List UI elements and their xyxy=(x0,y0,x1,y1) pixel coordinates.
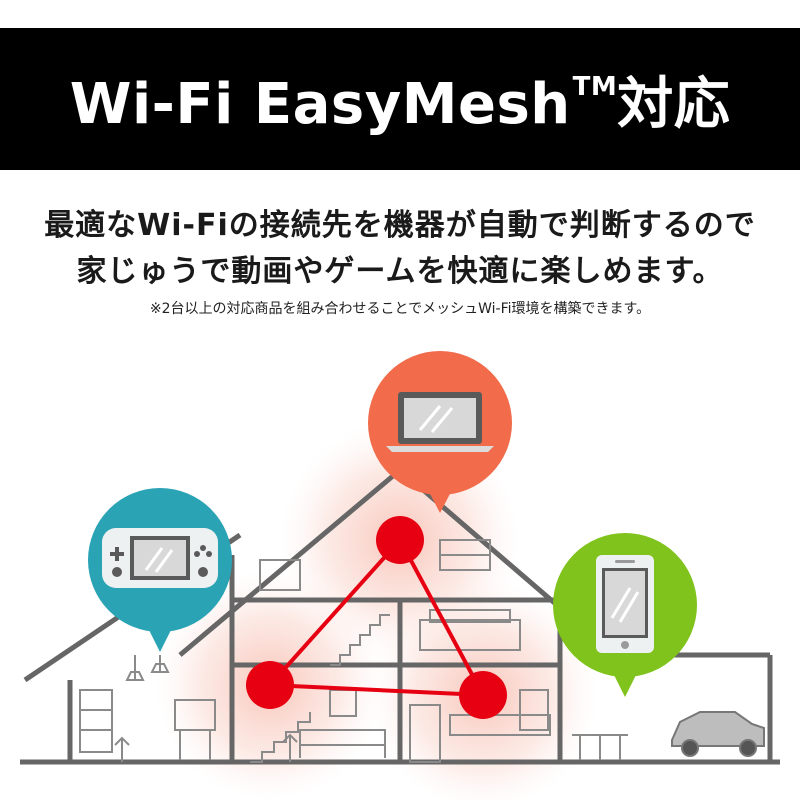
router-node-top xyxy=(376,516,424,564)
laptop-icon xyxy=(386,392,494,452)
signal-glow xyxy=(155,420,598,800)
banner-title: Wi-Fi EasyMeshTM対応 xyxy=(70,59,731,140)
mesh-links xyxy=(268,538,485,697)
router-node-right xyxy=(459,671,507,719)
smartphone-bubble xyxy=(553,533,697,697)
game-console-icon xyxy=(102,528,218,588)
banner-title-main: Wi-Fi EasyMesh xyxy=(69,71,571,137)
headline-line-2: 家じゅうで動画やゲームを快適に楽しめます。 xyxy=(76,254,724,289)
mesh-nodes xyxy=(246,516,507,719)
game-console-bubble xyxy=(88,488,232,652)
house-mesh-illustration xyxy=(20,351,780,800)
trademark-mark: TM xyxy=(572,71,618,102)
car xyxy=(671,711,765,757)
laptop-bubble xyxy=(368,351,512,513)
headline-line-1: 最適なWi-Fiの接続先を機器が自動で判断するので xyxy=(44,208,756,243)
title-banner: Wi-Fi EasyMeshTM対応 xyxy=(0,28,800,170)
interior-details xyxy=(79,539,628,763)
footnote: ※2台以上の対応商品を組み合わせることでメッシュWi-Fi環境を構築できます。 xyxy=(149,301,651,317)
smartphone-icon xyxy=(596,555,654,653)
router-node-left xyxy=(246,661,294,709)
banner-title-suffix: 対応 xyxy=(617,71,731,137)
